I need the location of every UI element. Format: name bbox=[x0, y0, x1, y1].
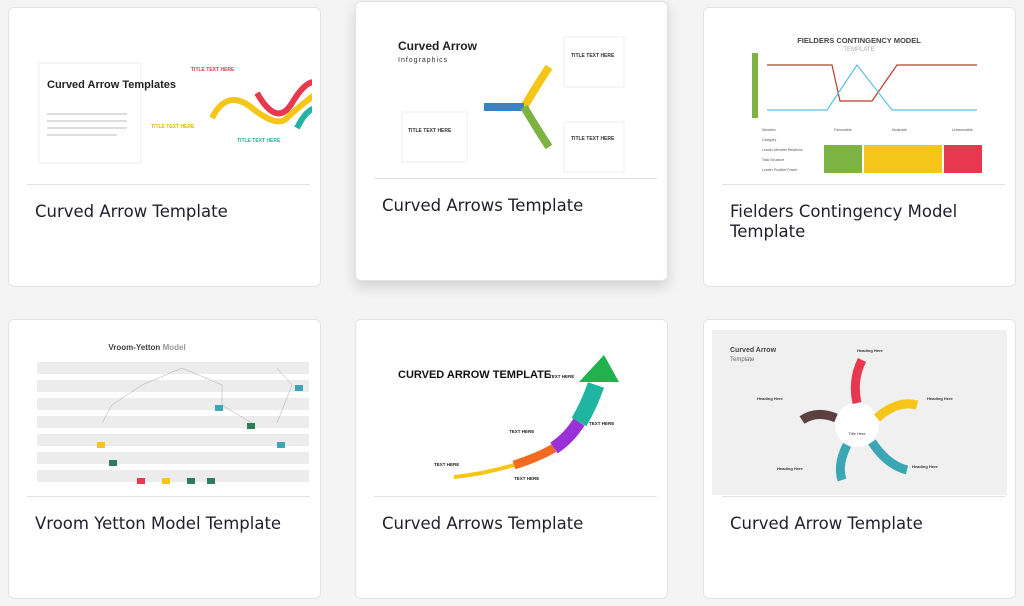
svg-text:TITLE TEXT HERE: TITLE TEXT HERE bbox=[191, 67, 235, 73]
svg-text:Heading Here: Heading Here bbox=[927, 396, 954, 401]
template-thumbnail: Curved Arrow Templates TITLE TEXT HERE T… bbox=[17, 18, 312, 183]
svg-text:Heading Here: Heading Here bbox=[912, 464, 939, 469]
svg-text:TEXT HERE: TEXT HERE bbox=[509, 429, 534, 434]
card-divider bbox=[722, 184, 1005, 185]
svg-text:Leader Position Power: Leader Position Power bbox=[762, 168, 798, 172]
card-title[interactable]: Curved Arrows Template bbox=[382, 196, 584, 215]
template-thumbnail: FIELDERS CONTINGENCY MODEL TEMPLATE Situ… bbox=[712, 18, 1007, 183]
svg-text:TITLE TEXT HERE: TITLE TEXT HERE bbox=[151, 124, 195, 130]
svg-text:Template: Template bbox=[730, 357, 755, 363]
svg-text:TEMPLATE: TEMPLATE bbox=[843, 47, 874, 53]
svg-text:TITLE TEXT HERE: TITLE TEXT HERE bbox=[237, 138, 281, 144]
svg-text:Category: Category bbox=[762, 138, 776, 142]
template-card[interactable]: Curved Arrow Infographics TITLE TEXT HER… bbox=[355, 1, 668, 281]
template-card[interactable]: Curved Arrow Templates TITLE TEXT HERE T… bbox=[8, 7, 321, 287]
svg-text:Infographics: Infographics bbox=[398, 57, 448, 64]
svg-text:TEXT HERE: TEXT HERE bbox=[434, 462, 459, 467]
svg-text:TEXT HERE: TEXT HERE bbox=[549, 374, 574, 379]
svg-text:Unfavourable: Unfavourable bbox=[952, 128, 973, 132]
card-divider bbox=[27, 184, 310, 185]
template-thumbnail: CURVED ARROW TEMPLATE TEXT HERE TEXT HER… bbox=[364, 330, 659, 495]
template-thumbnail: Vroom-Yetton Model bbox=[17, 330, 312, 495]
template-card[interactable]: Curved Arrow Template Title Here Heading… bbox=[703, 319, 1016, 599]
thumb-heading: Curved Arrow bbox=[730, 347, 777, 354]
svg-text:TITLE TEXT HERE: TITLE TEXT HERE bbox=[571, 136, 615, 142]
svg-text:TITLE TEXT HERE: TITLE TEXT HERE bbox=[571, 53, 615, 59]
svg-text:Favourable: Favourable bbox=[834, 128, 852, 132]
svg-text:Vroom-Yetton Model: Vroom-Yetton Model bbox=[108, 343, 185, 352]
template-thumbnail: Curved Arrow Template Title Here Heading… bbox=[712, 330, 1007, 495]
card-divider bbox=[374, 178, 657, 179]
svg-text:TEXT HERE: TEXT HERE bbox=[589, 421, 614, 426]
svg-text:Task Structure: Task Structure bbox=[762, 158, 784, 162]
thumb-heading: CURVED ARROW TEMPLATE bbox=[398, 369, 551, 381]
card-divider bbox=[374, 496, 657, 497]
svg-text:Moderate: Moderate bbox=[892, 128, 907, 132]
svg-text:Heading Here: Heading Here bbox=[757, 396, 784, 401]
card-title[interactable]: Fielders Contingency Model Template bbox=[730, 202, 958, 241]
card-title[interactable]: Curved Arrows Template bbox=[382, 514, 584, 533]
card-divider bbox=[27, 496, 310, 497]
card-title[interactable]: Vroom Yetton Model Template bbox=[35, 514, 282, 533]
template-thumbnail: Curved Arrow Infographics TITLE TEXT HER… bbox=[364, 12, 659, 177]
thumb-heading: Curved Arrow bbox=[398, 39, 478, 53]
template-card[interactable]: FIELDERS CONTINGENCY MODEL TEMPLATE Situ… bbox=[703, 7, 1016, 287]
svg-text:TITLE TEXT HERE: TITLE TEXT HERE bbox=[408, 128, 452, 134]
card-title[interactable]: Curved Arrow Template bbox=[730, 514, 923, 533]
svg-text:TEXT HERE: TEXT HERE bbox=[514, 476, 539, 481]
template-card[interactable]: CURVED ARROW TEMPLATE TEXT HERE TEXT HER… bbox=[355, 319, 668, 599]
svg-text:Title Here: Title Here bbox=[848, 431, 866, 436]
svg-text:Heading Here: Heading Here bbox=[777, 466, 804, 471]
thumb-heading: Vroom-Yetton bbox=[108, 343, 160, 352]
card-title[interactable]: Curved Arrow Template bbox=[35, 202, 228, 221]
thumb-heading: Curved Arrow Templates bbox=[47, 79, 176, 91]
template-card[interactable]: Vroom-Yetton Model Vroom Yetton Model Te… bbox=[8, 319, 321, 599]
svg-text:Situation: Situation bbox=[762, 128, 776, 132]
svg-text:Leader-Member Relations: Leader-Member Relations bbox=[762, 148, 803, 152]
svg-text:Heading Here: Heading Here bbox=[857, 348, 884, 353]
card-divider bbox=[722, 496, 1005, 497]
thumb-heading: FIELDERS CONTINGENCY MODEL bbox=[797, 36, 921, 45]
